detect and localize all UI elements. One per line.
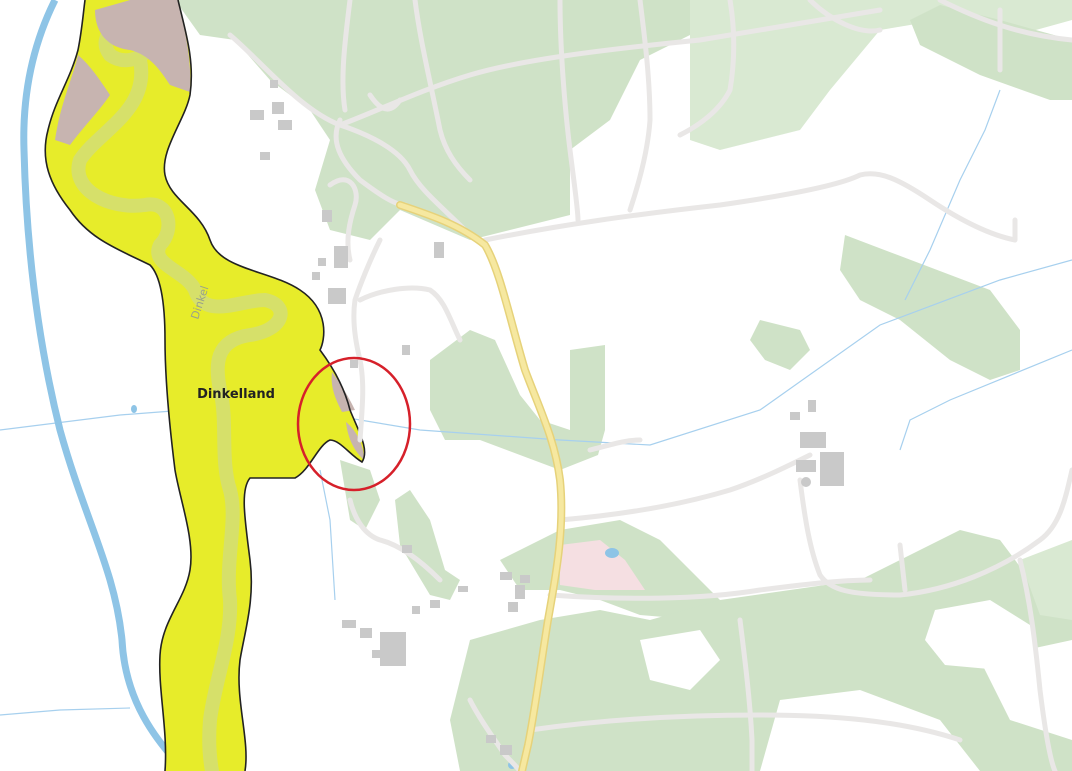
- building: [796, 460, 816, 472]
- building: [520, 575, 530, 583]
- pond: [131, 405, 137, 413]
- building: [458, 586, 468, 592]
- building: [334, 246, 348, 268]
- building: [486, 735, 496, 743]
- road: [677, 0, 737, 138]
- highlighted-zone[interactable]: [45, 0, 365, 771]
- terrain-patch: [55, 55, 110, 145]
- ditch: [319, 469, 336, 601]
- road: [333, 117, 408, 208]
- road: [547, 577, 873, 601]
- building: [342, 620, 356, 628]
- building: [801, 477, 811, 487]
- building: [318, 258, 326, 266]
- road: [351, 237, 383, 443]
- terrain-patches: [55, 0, 364, 460]
- building: [372, 650, 382, 658]
- building: [402, 345, 410, 355]
- forest-area: [395, 490, 460, 600]
- road: [1017, 557, 1058, 771]
- ditch: [0, 707, 131, 716]
- building: [270, 80, 278, 88]
- road: [557, 452, 813, 523]
- road: [412, 0, 473, 183]
- terrain-patch: [95, 0, 191, 92]
- building: [500, 572, 512, 580]
- building: [250, 110, 264, 120]
- ditch: [899, 349, 1072, 451]
- building: [430, 600, 440, 608]
- building: [328, 288, 346, 304]
- forest-area: [340, 460, 380, 530]
- building: [508, 602, 518, 612]
- clearing: [980, 640, 1072, 740]
- forest-area: [910, 5, 1072, 100]
- municipality-label: Dinkelland: [197, 387, 275, 402]
- building: [322, 210, 332, 222]
- road: [337, 7, 883, 128]
- road: [627, 0, 653, 213]
- road: [482, 171, 1018, 243]
- building: [515, 585, 525, 599]
- building: [808, 400, 816, 412]
- building: [350, 360, 358, 368]
- road: [587, 437, 643, 453]
- ditch: [904, 89, 1001, 301]
- road: [557, 0, 581, 223]
- building: [790, 412, 800, 420]
- road: [527, 712, 963, 743]
- pond: [605, 548, 619, 558]
- location-marker-circle[interactable]: [296, 356, 412, 492]
- main-road: [397, 202, 564, 771]
- building: [278, 120, 292, 130]
- building: [260, 152, 270, 160]
- building: [434, 242, 444, 258]
- forest-area: [750, 320, 810, 370]
- forest-area: [450, 530, 1072, 771]
- building: [272, 102, 284, 114]
- road: [340, 0, 353, 113]
- road: [897, 542, 908, 593]
- building: [380, 632, 406, 666]
- zone-outline: [44, 0, 366, 771]
- building: [412, 606, 420, 614]
- forest-area: [840, 235, 1020, 380]
- road: [367, 92, 403, 112]
- building: [360, 628, 372, 638]
- forest-area: [1020, 540, 1072, 620]
- clearing: [925, 600, 1040, 670]
- buildings: [250, 80, 844, 755]
- minor-roads: [227, 0, 1072, 771]
- canal: [20, 0, 188, 771]
- terrain-patch: [346, 422, 364, 460]
- road: [357, 285, 463, 343]
- building: [402, 545, 412, 553]
- building: [500, 745, 512, 755]
- road: [347, 497, 443, 583]
- road: [227, 32, 473, 238]
- road: [797, 467, 1072, 598]
- road: [327, 177, 359, 263]
- pink-area: [560, 540, 645, 590]
- building: [820, 452, 844, 486]
- clearing: [640, 630, 720, 690]
- road: [737, 617, 755, 771]
- building: [312, 272, 320, 280]
- clearing: [760, 690, 980, 771]
- forest-area: [430, 330, 605, 470]
- building: [800, 432, 826, 448]
- road: [807, 0, 883, 34]
- forest-areas: [175, 0, 1072, 771]
- clearings: [640, 600, 1072, 771]
- forest-area: [690, 0, 1072, 150]
